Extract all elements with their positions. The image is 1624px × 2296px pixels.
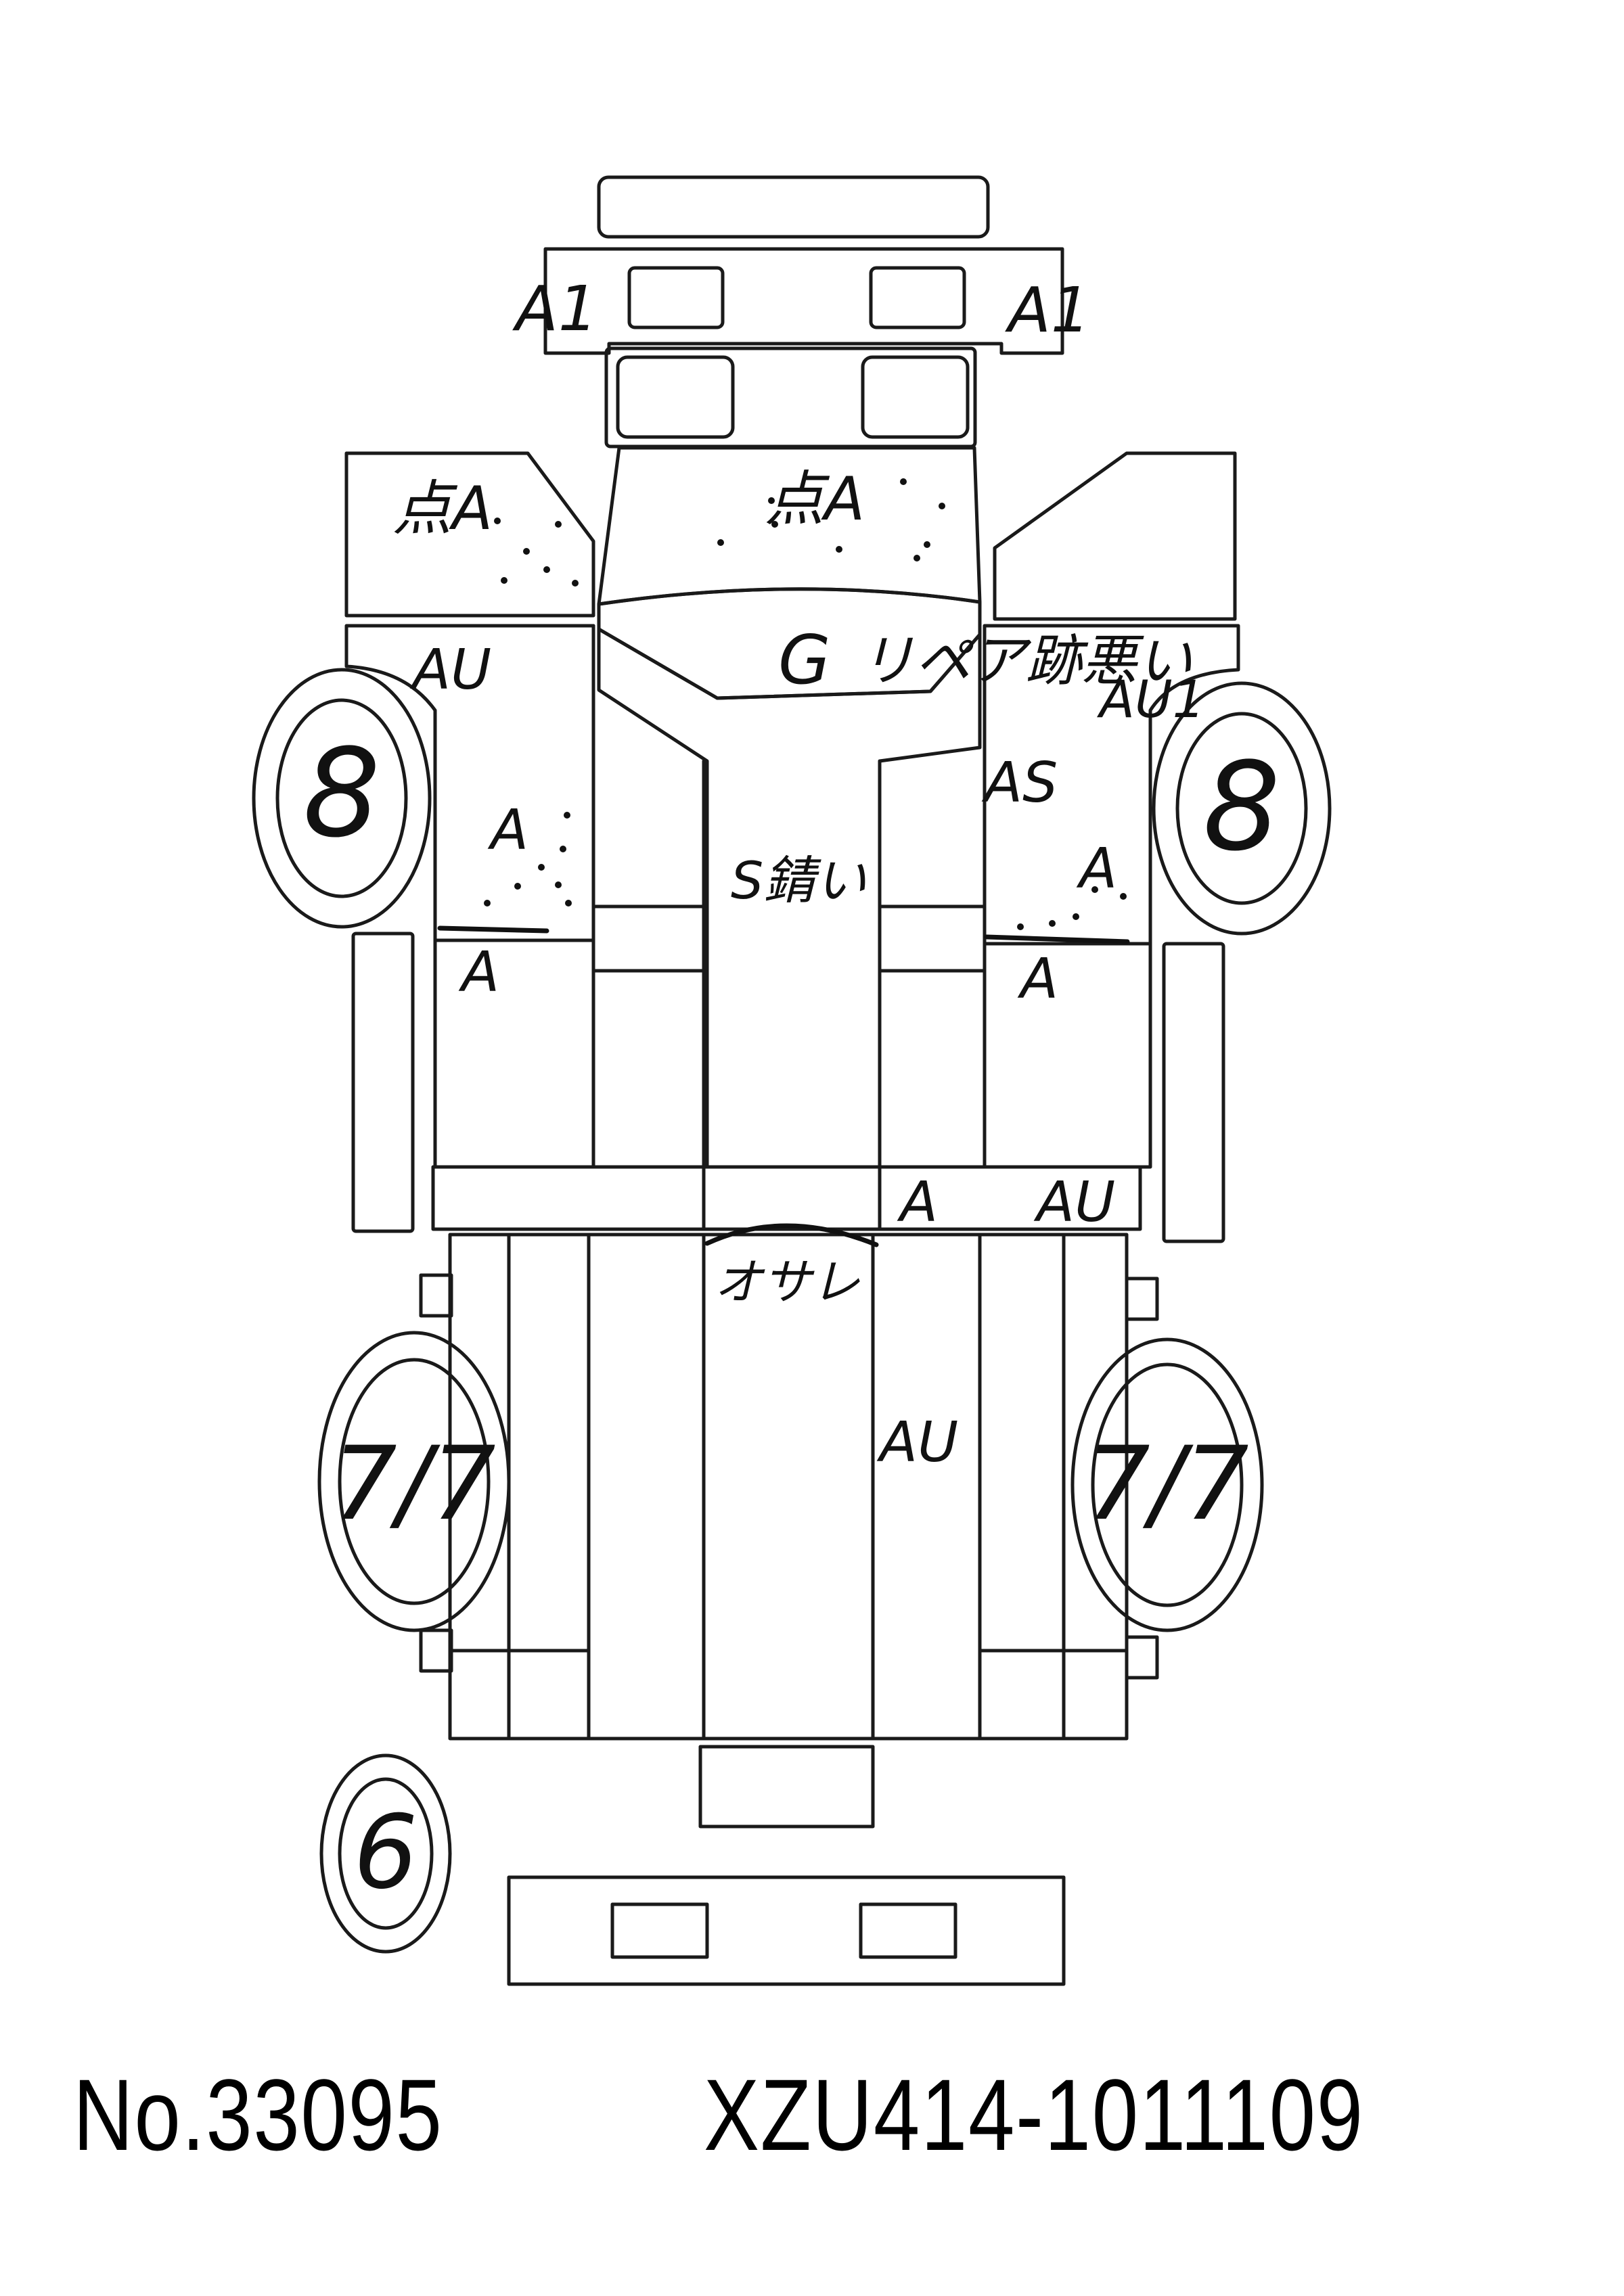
dot [560,846,566,852]
tire-rear-right: 7/7 [1085,1425,1248,1543]
left-headlight [627,266,725,329]
right-step-bar [1162,942,1225,1243]
dot [538,864,545,871]
windshield [597,587,982,700]
tire-spare: 6 [353,1794,418,1912]
mark-a-cab-back: A [897,1170,938,1235]
cab-back-panel [431,1165,1142,1231]
mark-au-left-fender: AU [409,638,491,702]
dot [939,503,945,509]
right-front-fender [993,451,1237,621]
front-right-wheel [1152,681,1332,936]
left-front-fender [344,451,595,618]
spare-wheel-inner [338,1777,434,1930]
right-door-damage-line [984,934,1130,944]
dot [1049,920,1056,927]
chassis-number: XZU414-1011109 [704,2058,1364,2172]
dot [1120,893,1127,900]
damage-marks: A1 A1 点A 点A G リペア跡悪い AU AU1 AS A A A A S… [392,273,1205,1475]
right-lamp [861,355,970,439]
dot [564,812,570,819]
dot [523,548,530,555]
left-rear-tab-bottom [419,1628,453,1673]
vehicle-outline [252,175,1332,1986]
mark-a-right-door: A [1076,837,1117,901]
right-door-panel [983,624,1240,1169]
left-door-panel [344,624,595,1169]
left-rear-tab-top [419,1273,453,1318]
rear-right-wheel-inner [1091,1362,1244,1607]
left-step-bar [351,932,415,1233]
front-left-wheel [252,668,432,929]
dot [836,546,842,553]
grille-panel [543,247,1064,355]
front-left-wheel-inner [275,698,408,898]
dot [484,900,491,906]
dot [572,580,579,587]
osare-dent-arc [704,1223,879,1247]
mark-glass: G [778,620,831,699]
dot [717,539,724,546]
dot [1073,913,1079,920]
spare-wheel [319,1753,452,1954]
tire-front-right: 8 [1203,737,1281,878]
mark-repair-note: リペア跡悪い [859,629,1192,693]
dot [565,900,572,906]
right-rear-tab-top [1125,1277,1159,1321]
dot [771,521,778,528]
mark-au1-right-fender: AU1 [1096,669,1205,729]
tailgate [698,1745,875,1829]
mark-a-left-lower: A [458,940,499,1005]
rear-left-wheel-inner [338,1358,491,1605]
rear-right-lamp [859,1902,957,1959]
left-door-damage-line [437,925,549,934]
tire-front-left: 8 [303,723,381,865]
mark-au-cab-back: AU [1033,1170,1115,1235]
dot [924,541,930,548]
mark-a-right-lower: A [1017,947,1058,1011]
dot [494,518,501,524]
dot [501,577,508,584]
dot [543,566,550,573]
mark-hood-center: 点A [765,464,865,534]
dot [1017,923,1024,930]
tire-values: 8 8 7/7 7/7 6 [303,723,1281,1912]
mark-s-damage: S錆い [731,850,866,911]
front-right-wheel-inner [1175,712,1308,905]
mark-a1-right: A1 [1005,274,1090,346]
front-bumper [597,175,990,239]
dot [555,881,562,888]
cab-roof [597,627,982,1169]
ink-strokes [437,925,1130,1247]
mark-a-left-door: A [487,798,528,863]
dot [1091,886,1098,893]
right-rear-tab-bottom [1125,1635,1159,1680]
cab-front-panel [604,346,977,449]
damage-dots [484,478,1127,930]
lot-number: No.33095 [73,2058,443,2172]
dot [914,555,920,561]
mark-a1-left: A1 [512,273,597,345]
dot [768,497,775,504]
rear-left-wheel [317,1331,511,1632]
tire-rear-left: 7/7 [332,1425,495,1543]
sheet-footer: No.33095 XZU414-1011109 [0,2057,1624,2172]
mark-au-bed: AU [876,1410,958,1475]
rear-right-wheel [1070,1337,1264,1632]
dot [555,521,562,528]
mark-as-right-door: AS [981,751,1058,815]
rear-left-lamp [610,1902,709,1959]
right-headlight [869,266,966,329]
mark-hood-left: 点A [392,474,493,543]
cargo-bed [448,1233,1129,1741]
dot [514,883,521,890]
dot [900,478,907,485]
rear-bumper [507,1875,1066,1986]
mark-osare-dent: オサレ [714,1254,860,1310]
left-lamp [616,355,735,439]
